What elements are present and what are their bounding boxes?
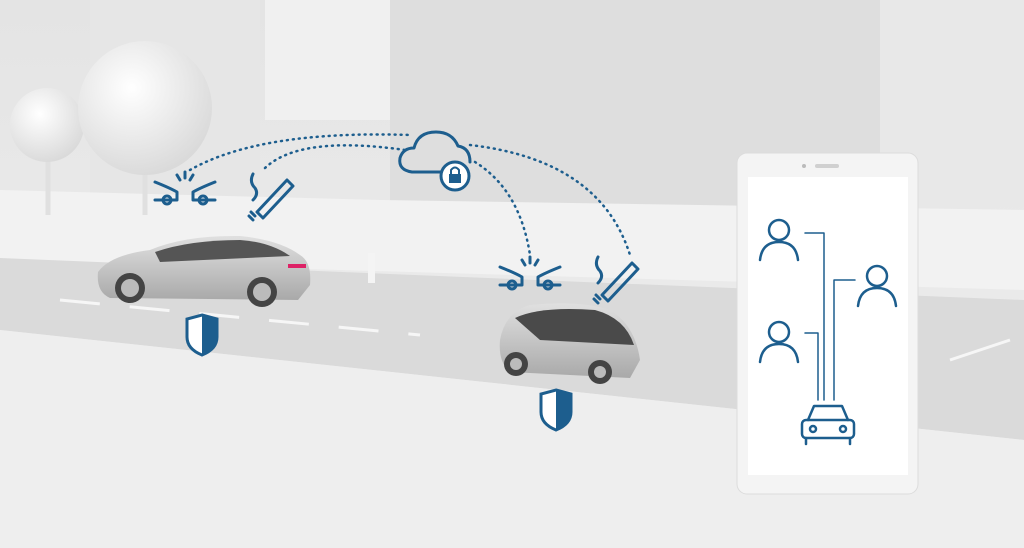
wall-building (265, 0, 390, 120)
collision-icon (153, 170, 217, 206)
parking-line (949, 338, 1011, 362)
smoking-icon (592, 255, 640, 305)
sedan-car (97, 235, 311, 307)
person-icon (856, 264, 898, 308)
data-connection-lines (188, 133, 632, 257)
person-icon (758, 320, 800, 364)
connection-line (188, 133, 412, 172)
connection-line (468, 143, 632, 257)
bollard (368, 253, 375, 283)
phone-connection-lines (804, 232, 856, 401)
smoking-icon (247, 172, 295, 222)
shield-icon (539, 388, 573, 432)
sphere-large (78, 41, 212, 175)
person-icon (758, 218, 800, 262)
compact-car (499, 303, 640, 384)
phone-speaker (815, 164, 839, 168)
cloud-lock-icon (398, 130, 472, 192)
connection-line (473, 160, 532, 257)
connection-line (263, 144, 407, 170)
smartphone (736, 152, 919, 495)
collision-icon (498, 255, 562, 291)
sphere-small (10, 88, 84, 162)
shield-icon (185, 313, 219, 357)
lane-marking (59, 298, 421, 337)
phone-camera (802, 164, 806, 168)
car-front-icon (800, 404, 856, 446)
phone-screen (748, 177, 908, 475)
